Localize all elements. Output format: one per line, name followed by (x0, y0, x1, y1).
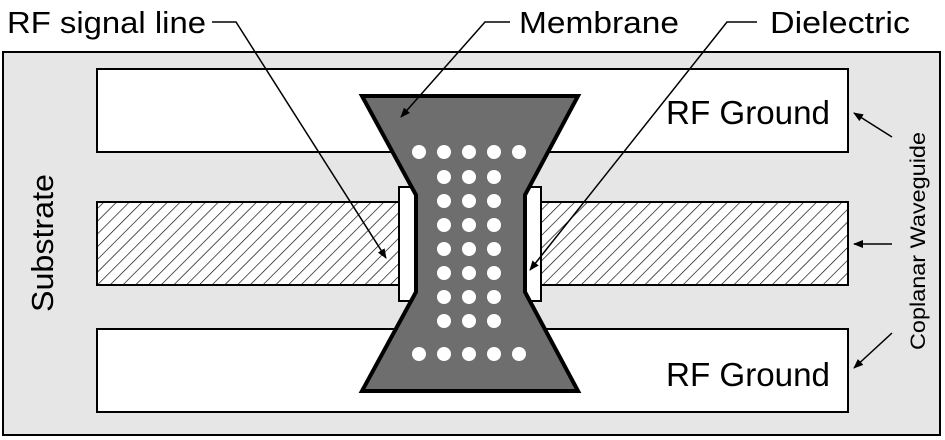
membrane-hole (437, 170, 451, 184)
membrane-hole (487, 266, 501, 280)
membrane-hole (437, 242, 451, 256)
membrane-hole (487, 242, 501, 256)
dielectric-right (524, 186, 542, 302)
rf-ground-top-label: RF Ground (666, 94, 830, 131)
membrane-hole (412, 347, 426, 361)
membrane-hole (487, 145, 501, 159)
dielectric-leader (529, 21, 757, 271)
rf-signal-line-label: RF signal line (7, 5, 206, 40)
membrane-hole (462, 314, 476, 328)
cpw-top-leader (853, 112, 893, 138)
membrane-hole (487, 347, 501, 361)
membrane-hole (512, 347, 526, 361)
membrane-hole (487, 170, 501, 184)
membrane-hole (462, 145, 476, 159)
membrane-label: Membrane (519, 5, 679, 40)
membrane-hole (462, 218, 476, 232)
substrate-label: Substrate (25, 174, 60, 312)
membrane-hole (437, 347, 451, 361)
membrane-hole (437, 266, 451, 280)
membrane-hole (437, 314, 451, 328)
membrane-hole (487, 314, 501, 328)
leader-lines (212, 21, 893, 369)
membrane-hole (437, 145, 451, 159)
membrane-hole (487, 218, 501, 232)
membrane-hole (462, 347, 476, 361)
membrane-hole (437, 218, 451, 232)
membrane-hole (487, 194, 501, 208)
membrane-hole (462, 242, 476, 256)
membrane-leader (400, 21, 510, 118)
membrane-hole (437, 290, 451, 304)
dielectric-left (398, 186, 416, 302)
dielectric-label: Dielectric (770, 5, 910, 40)
membrane-hole (487, 290, 501, 304)
coplanar-waveguide-label: Coplanar Waveguide (907, 132, 930, 350)
rf-signal-line-leader (212, 21, 387, 259)
membrane-holes (412, 145, 526, 361)
rf-ground-bottom-label: RF Ground (666, 356, 830, 393)
membrane-hole (512, 145, 526, 159)
membrane-hole (462, 194, 476, 208)
membrane-hole (462, 170, 476, 184)
membrane-hole (437, 194, 451, 208)
cpw-bottom-leader (853, 332, 893, 369)
membrane-hole (462, 290, 476, 304)
membrane-hole (412, 145, 426, 159)
membrane-hole (462, 266, 476, 280)
